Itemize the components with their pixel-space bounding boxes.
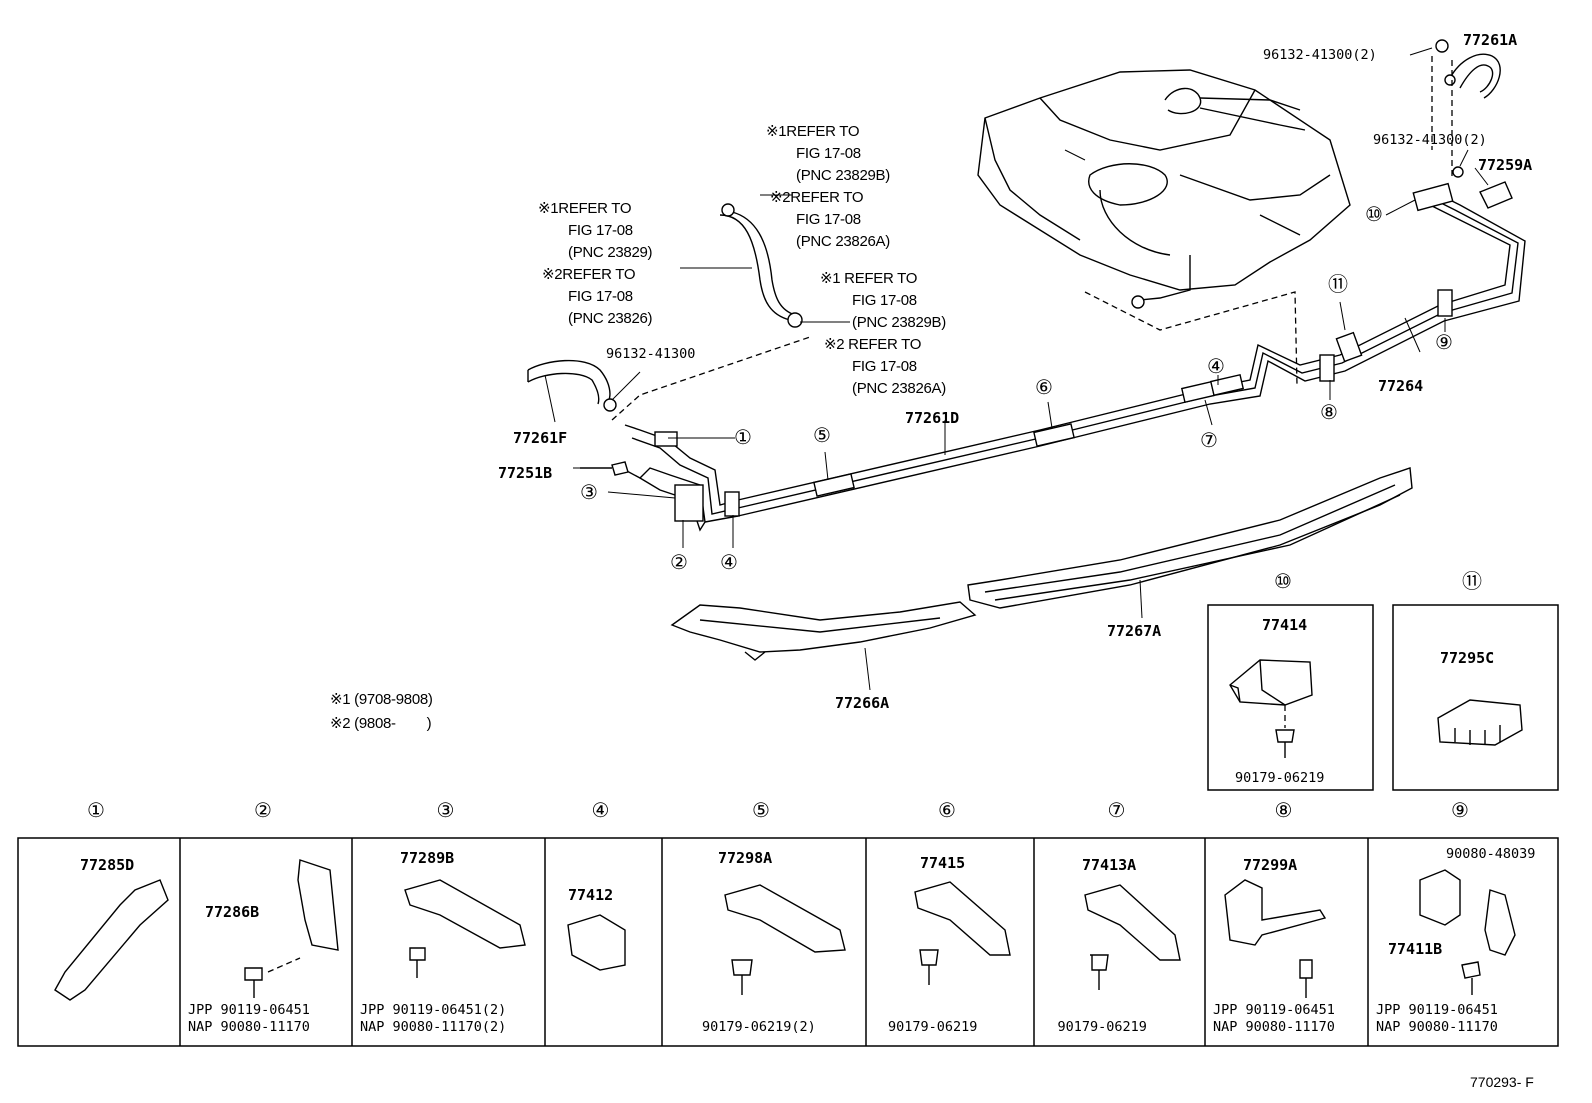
pipe-protectors [670, 467, 1413, 661]
part-sketch [1419, 869, 1461, 926]
part-sketch [914, 881, 1011, 956]
part-sketch [1084, 884, 1181, 961]
part-sketch [567, 914, 626, 971]
part-sketch [1299, 959, 1313, 979]
clip-77295c-illustration [1437, 699, 1523, 746]
part-sketch [297, 859, 339, 951]
clip-77414-illustration [1229, 659, 1313, 758]
detail-box-11 [1392, 604, 1559, 791]
parts-table-frame [17, 837, 1559, 1047]
part-sketch [409, 947, 426, 961]
part-sketch [1090, 954, 1109, 971]
part-sketch [54, 879, 169, 1001]
leader-lines [544, 47, 1489, 691]
part-sketch [731, 959, 753, 976]
fuel-tank-illustration [977, 69, 1351, 386]
parts-table-dividers [179, 838, 1369, 1046]
fuel-pipe-assembly [527, 39, 1526, 532]
part-sketch [919, 949, 939, 966]
part-sketch [1461, 961, 1481, 979]
part-sketch [1484, 889, 1516, 956]
part-sketch [244, 967, 263, 981]
part-sketch [724, 884, 846, 953]
detail-box-10 [1207, 604, 1374, 791]
parts-table-illustrations [54, 859, 1516, 1001]
part-sketch [404, 879, 526, 949]
part-sketch [1224, 879, 1327, 946]
part-sketch [267, 957, 301, 973]
